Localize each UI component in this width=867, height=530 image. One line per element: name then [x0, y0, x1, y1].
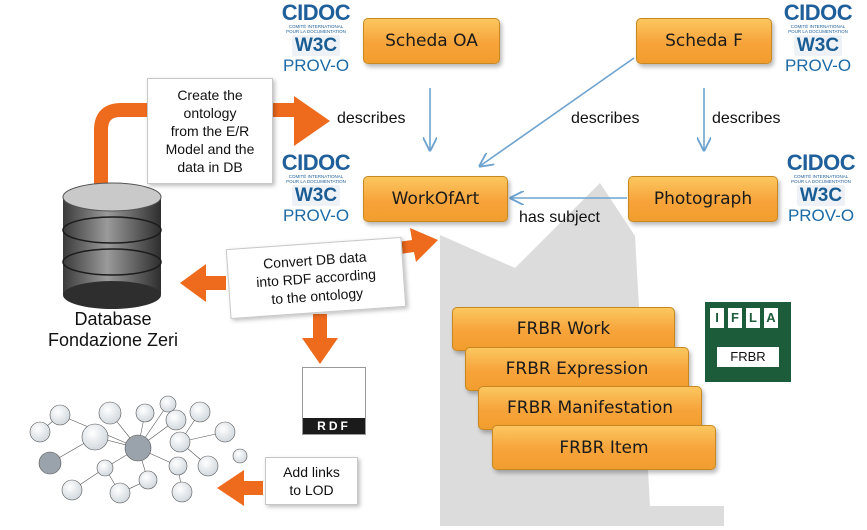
convert-note: Convert DB data into RDF according to th… [225, 236, 407, 320]
w3c-logo-text: W3C [793, 35, 843, 56]
describes-label-middle: describes [571, 110, 640, 127]
cidoc-subtitle: COMITÉ INTERNATIONAL [793, 174, 849, 179]
rdf-logo: RDF [302, 367, 366, 435]
cidoc-subtitle: COMITÉ INTERNATIONAL [288, 24, 344, 29]
database-label: Database Fondazione Zeri [8, 309, 218, 351]
add-links-line: Add links [283, 464, 340, 480]
cidoc-subtitle: POUR LA DOCUMENTATION [286, 179, 346, 184]
prov-o-text: PROV-O [282, 206, 350, 225]
scheda-f-box: Scheda F [636, 18, 772, 64]
prov-o-text: PROV-O [787, 206, 855, 225]
photograph-box: Photograph [628, 176, 778, 222]
has-subject-label: has subject [519, 209, 600, 226]
ifla-frbr-logo: I F L A FRBR [705, 302, 791, 382]
cidoc-subtitle: COMITÉ INTERNATIONAL [288, 174, 344, 179]
w3c-logo-text: W3C [291, 185, 341, 206]
describes-label-left: describes [337, 110, 406, 127]
ifla-frbr-label: FRBR [717, 347, 779, 367]
ifla-letter: F [728, 308, 742, 328]
cidoc-subtitle: POUR LA DOCUMENTATION [791, 179, 851, 184]
ifla-letter: A [764, 308, 778, 328]
prov-o-text: PROV-O [282, 56, 350, 75]
ifla-letter: L [746, 308, 760, 328]
cidoc-logo-text: CIDOC [786, 150, 856, 175]
workofart-box: WorkOfArt [363, 176, 508, 222]
cidoc-logo-text: CIDOC [783, 0, 853, 25]
create-ontology-line: data in DB [177, 159, 243, 175]
w3c-logo-text: W3C [796, 185, 846, 206]
cidoc-subtitle: COMITÉ INTERNATIONAL [790, 24, 846, 29]
cidoc-w3c-provo-logo-mid-right: CIDOC COMITÉ INTERNATIONAL POUR LA DOCUM… [775, 152, 867, 234]
arrow-create-ontology-head [294, 96, 330, 146]
cidoc-subtitle: POUR LA DOCUMENTATION [788, 29, 848, 34]
rdf-logo-text: RDF [303, 418, 365, 434]
arrow-to-lod [217, 470, 263, 506]
ifla-letter: I [710, 308, 724, 328]
arrow-create-ontology [94, 103, 295, 188]
database-label-line1: Database [74, 309, 152, 329]
cidoc-w3c-provo-logo-mid-left: CIDOC COMITÉ INTERNATIONAL POUR LA DOCUM… [270, 152, 362, 234]
frbr-manifestation-box: FRBR Manifestation [478, 386, 702, 430]
cidoc-w3c-provo-logo-top-right: CIDOC COMITÉ INTERNATIONAL POUR LA DOCUM… [772, 2, 864, 84]
database-icon [62, 182, 162, 309]
prov-o-text: PROV-O [784, 56, 852, 75]
arrow-to-workofart [398, 228, 438, 262]
frbr-item-box: FRBR Item [492, 425, 716, 470]
add-links-note: Add links to LOD [265, 457, 358, 505]
arrow-to-database [180, 264, 226, 302]
w3c-logo-text: W3C [291, 35, 341, 56]
cidoc-logo-text: CIDOC [281, 150, 351, 175]
add-links-line: to LOD [289, 482, 334, 498]
frbr-work-box: FRBR Work [452, 307, 675, 351]
create-ontology-line: ontology [183, 105, 237, 121]
lod-cloud-icon [29, 395, 248, 504]
scheda-oa-box: Scheda OA [363, 18, 500, 64]
arrow-to-rdf [302, 314, 338, 364]
create-ontology-note: Create the ontology from the E/R Model a… [147, 78, 273, 184]
describes-label-right: describes [712, 110, 781, 127]
cidoc-subtitle: POUR LA DOCUMENTATION [286, 29, 346, 34]
create-ontology-line: Create the [177, 87, 243, 103]
frbr-expression-box: FRBR Expression [465, 347, 689, 391]
database-label-line2: Fondazione Zeri [47, 330, 179, 350]
cidoc-logo-text: CIDOC [281, 0, 351, 25]
arrow-describes-cross [480, 57, 635, 166]
cidoc-w3c-provo-logo-top-left: CIDOC COMITÉ INTERNATIONAL POUR LA DOCUM… [270, 2, 362, 84]
create-ontology-line: Model and the [165, 141, 255, 157]
create-ontology-line: from the E/R [170, 123, 250, 139]
